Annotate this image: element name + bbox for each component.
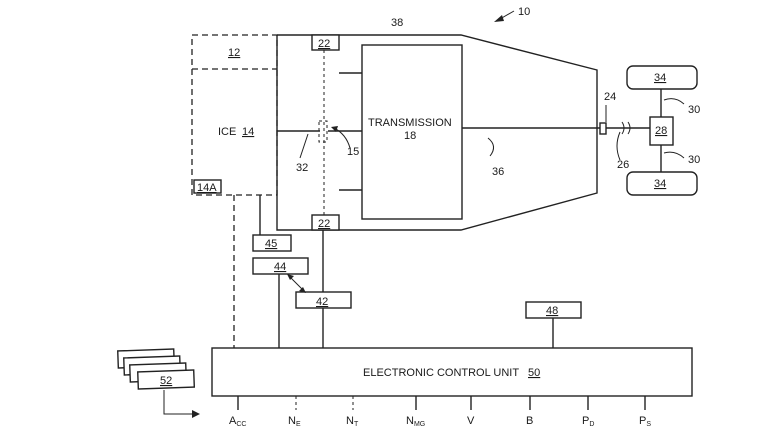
wheel-top-ref-34: 34 bbox=[654, 72, 666, 84]
box-48-label: 48 bbox=[546, 305, 558, 317]
box-45 bbox=[252, 234, 292, 252]
ice-sub-ref-14a: 14A bbox=[197, 182, 217, 194]
box-42-label: 42 bbox=[316, 296, 328, 308]
wheel-top-34 bbox=[626, 65, 698, 90]
shaft-ref-32: 32 bbox=[296, 162, 308, 174]
ref-15-arrowhead bbox=[331, 126, 338, 132]
ice-ref-14: 14 bbox=[242, 126, 254, 138]
transmission-housing bbox=[276, 34, 598, 231]
actuator-top-22-label: 22 bbox=[318, 38, 330, 50]
housing-ref-38: 38 bbox=[391, 17, 403, 29]
joint-24 bbox=[599, 122, 607, 135]
signal-acc: ACC bbox=[229, 415, 246, 428]
ref-26-leader bbox=[616, 131, 621, 161]
signal-ne: NE bbox=[288, 415, 301, 428]
actuator-top-22-box bbox=[311, 34, 340, 51]
transmission-ref-18: 18 bbox=[404, 130, 416, 142]
ref-30-top-leader bbox=[663, 98, 685, 105]
wheel-axle-ref-30-top: 30 bbox=[688, 104, 700, 116]
wheel-bottom-34 bbox=[626, 171, 698, 196]
transmission-box bbox=[361, 44, 463, 220]
joint-ref-24: 24 bbox=[604, 91, 616, 103]
signal-b: B bbox=[526, 415, 533, 427]
engine-box-ref-12: 12 bbox=[228, 47, 240, 59]
ice-sub-box-14a bbox=[193, 179, 222, 194]
signal-nmg: NMG bbox=[406, 415, 425, 428]
signal-ps: PS bbox=[639, 415, 651, 428]
actuator-bottom-22-label: 22 bbox=[318, 218, 330, 230]
engine-dashed-box bbox=[191, 34, 278, 196]
transmission-label: TRANSMISSION bbox=[368, 117, 452, 129]
ref-30-bottom-leader bbox=[663, 151, 685, 159]
box-45-label: 45 bbox=[265, 238, 277, 250]
arrow-52-ecu bbox=[163, 390, 196, 415]
wheel-bottom-ref-34: 34 bbox=[654, 178, 666, 190]
arrow-52-ecu-head bbox=[192, 410, 200, 418]
arrow-44-42 bbox=[289, 276, 304, 291]
card-52-front bbox=[137, 369, 196, 390]
ice-label: ICE bbox=[218, 126, 236, 138]
ecu-ref-50: 50 bbox=[528, 367, 540, 379]
ref-10-arrowhead bbox=[494, 15, 504, 22]
output-shaft-ref-36: 36 bbox=[492, 166, 504, 178]
clutch-15 bbox=[318, 120, 328, 143]
arrow-44-42-head-a bbox=[287, 274, 294, 280]
ref-10-label: 10 bbox=[518, 6, 530, 18]
ref-32-leader bbox=[299, 133, 309, 159]
shaft-break-marks bbox=[621, 121, 631, 135]
box-44-label: 44 bbox=[274, 261, 286, 273]
actuator-bottom-22-box bbox=[311, 214, 340, 231]
signal-v: V bbox=[467, 415, 475, 427]
axle-ref-26: 26 bbox=[617, 159, 629, 171]
differential-ref-28: 28 bbox=[655, 125, 667, 137]
ref-36-leader bbox=[487, 137, 494, 157]
ecu-50-box bbox=[211, 347, 693, 397]
ecu-label: ELECTRONIC CONTROL UNIT bbox=[363, 367, 519, 379]
signal-pd: PD bbox=[582, 415, 594, 428]
box-44 bbox=[252, 257, 309, 275]
wheel-axle-ref-30-bottom: 30 bbox=[688, 154, 700, 166]
card-ref-52: 52 bbox=[160, 375, 172, 387]
arrow-44-42-head-b bbox=[299, 287, 306, 293]
clutch-ref-15: 15 bbox=[347, 146, 359, 158]
signal-nt: NT bbox=[346, 415, 359, 428]
